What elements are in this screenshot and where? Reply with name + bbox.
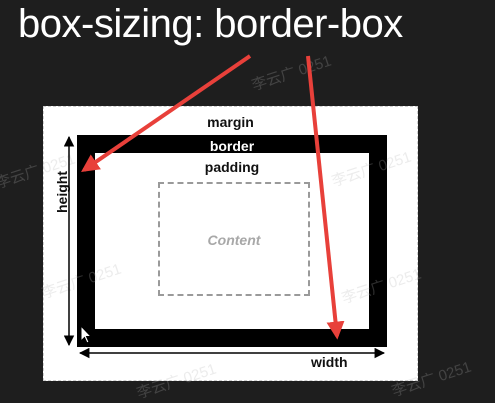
padding-label: padding xyxy=(204,159,260,175)
margin-label: margin xyxy=(207,114,254,130)
cursor-arrow-icon xyxy=(80,324,93,344)
box-model-diagram: margin border padding Content width heig… xyxy=(43,106,418,381)
title: box-sizing: border-box xyxy=(18,2,403,46)
red-arrow-width xyxy=(306,55,345,340)
margin-area xyxy=(43,106,418,381)
red-arrow-height xyxy=(81,54,252,173)
padding-area: padding Content xyxy=(95,153,369,329)
border-label: border xyxy=(209,138,255,154)
content-label: Content xyxy=(207,232,261,248)
content-area: Content xyxy=(158,182,310,296)
